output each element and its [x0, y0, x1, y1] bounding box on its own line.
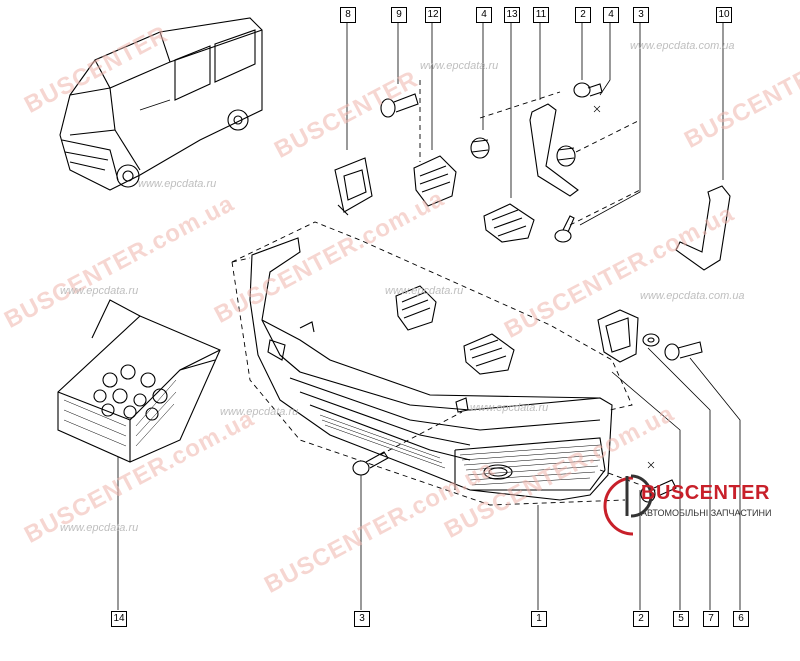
callout-1: 1	[531, 611, 547, 627]
buscenter-logo: BUSCENTER АВТОМОБІЛЬНІ ЗАПЧАСТИНИ	[603, 468, 800, 548]
callout-13: 13	[504, 7, 520, 23]
bracket-icon	[334, 157, 373, 216]
bumper-drawing	[249, 237, 613, 501]
logo-mark-icon	[603, 474, 653, 536]
callout-7: 7	[703, 611, 719, 627]
callout-12: 12	[425, 7, 441, 23]
callout-5: 5	[673, 611, 689, 627]
logo-title: BUSCENTER	[641, 482, 770, 504]
callout-2: 2	[575, 7, 591, 23]
callout-14: 14	[111, 611, 127, 627]
callout-2: 2	[633, 611, 649, 627]
callout-3: 3	[633, 7, 649, 23]
callout-9: 9	[391, 7, 407, 23]
callout-3: 3	[354, 611, 370, 627]
parts-box-drawing	[57, 299, 221, 463]
callout-10: 10	[716, 7, 732, 23]
assembly-outline	[231, 80, 661, 506]
callout-11: 11	[533, 7, 549, 23]
logo-subtitle: АВТОМОБІЛЬНІ ЗАПЧАСТИНИ	[641, 508, 772, 518]
leader-lines	[117, 22, 741, 610]
callout-4: 4	[476, 7, 492, 23]
callout-6: 6	[733, 611, 749, 627]
callout-4: 4	[603, 7, 619, 23]
bolt-icon	[380, 93, 419, 118]
van-illustration	[59, 17, 263, 191]
callout-8: 8	[340, 7, 356, 23]
clip-icon	[413, 155, 457, 207]
